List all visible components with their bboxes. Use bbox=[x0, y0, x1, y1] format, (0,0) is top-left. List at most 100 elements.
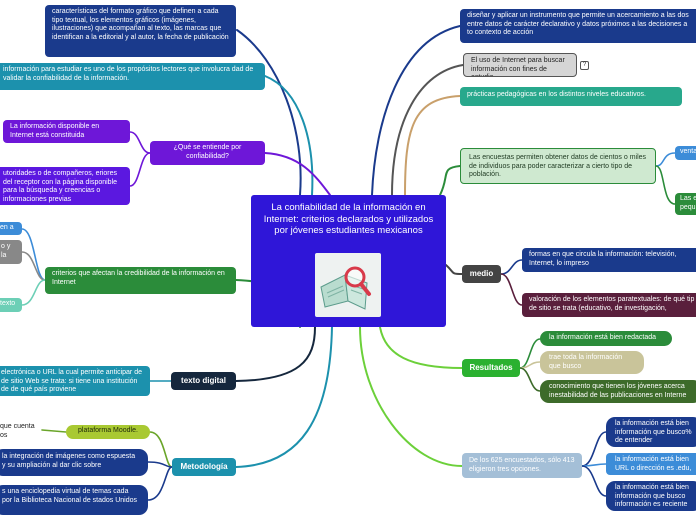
question-badge-icon[interactable]: ? bbox=[580, 61, 589, 70]
autoridades-label: utoridades o de compañeros, eriores del … bbox=[3, 170, 118, 203]
link-bien-redactada bbox=[519, 338, 541, 369]
link-frag-en-a bbox=[21, 228, 46, 281]
conocimiento-node[interactable]: conocimiento que tienen los jóvenes acer… bbox=[540, 380, 696, 403]
question-badge-glyph: ? bbox=[582, 62, 587, 68]
informacion-constituida-node[interactable]: La información disponible en Internet es… bbox=[3, 120, 130, 143]
bien-3-node[interactable]: la información está bien información que… bbox=[606, 481, 696, 511]
criterios-node[interactable]: criterios que afectan la credibilidad de… bbox=[45, 267, 236, 294]
branch-texto-digital bbox=[235, 326, 316, 382]
autoridades-node[interactable]: utoridades o de compañeros, eriores del … bbox=[0, 167, 130, 205]
branch-encuestados bbox=[359, 326, 463, 467]
branch-disenar bbox=[371, 25, 461, 196]
central-topic-label: La confiabilidad de la información en In… bbox=[263, 202, 434, 236]
link-valoracion bbox=[500, 273, 523, 306]
link-las-peq bbox=[655, 165, 676, 205]
resultados-node[interactable]: Resultados bbox=[462, 359, 520, 377]
resultados-label: Resultados bbox=[469, 363, 513, 372]
caracteristicas-node[interactable]: características del formato gráfico que … bbox=[45, 5, 236, 57]
que-cuenta-label: que cuenta os bbox=[0, 423, 35, 439]
uso-internet-node[interactable]: El uso de Internet para buscar informaci… bbox=[463, 53, 577, 77]
medio-label: medio bbox=[469, 269, 494, 278]
ventajas-label: venta bbox=[680, 148, 696, 155]
link-frag-o-y-la bbox=[21, 251, 46, 281]
frag-o-y-la-label: o y la bbox=[1, 243, 11, 259]
direccion-label: electrónica o URL la cual permite antici… bbox=[1, 369, 142, 394]
branch-medio bbox=[445, 264, 463, 275]
branch-proposito bbox=[264, 75, 314, 196]
medio-node[interactable]: medio bbox=[462, 265, 501, 283]
book-magnifier-icon bbox=[315, 253, 381, 317]
texto-digital-label: texto digital bbox=[181, 376, 226, 385]
las-peq-node[interactable]: Las e pequ bbox=[675, 193, 696, 215]
proposito-node[interactable]: información para estudiar es uno de los … bbox=[0, 63, 265, 90]
encuestas-label: Las encuestas permiten obtener datos de … bbox=[469, 154, 647, 179]
caracteristicas-label: características del formato gráfico que … bbox=[52, 8, 229, 41]
link-conocimiento bbox=[519, 367, 541, 392]
link-enciclopedia bbox=[147, 466, 173, 501]
bien-1-node[interactable]: la información está bien información que… bbox=[606, 417, 696, 447]
criterios-label: criterios que afectan la credibilidad de… bbox=[52, 270, 225, 286]
encuestados-label: De los 625 encuestados, sólo 413 eligier… bbox=[469, 457, 575, 473]
frag-o-y-la-node[interactable]: o y la bbox=[0, 240, 22, 264]
bien-2-node[interactable]: la información está bien URL o dirección… bbox=[606, 453, 696, 475]
ventajas-node[interactable]: venta bbox=[675, 146, 696, 160]
plataforma-node[interactable]: plataforma Moodle. bbox=[66, 425, 150, 439]
que-cuenta-node: que cuenta os bbox=[0, 421, 42, 441]
formas-node[interactable]: formas en que circula la información: te… bbox=[522, 248, 696, 272]
link-plataforma bbox=[149, 431, 173, 468]
link-bien-1 bbox=[581, 431, 607, 467]
branch-encuestas bbox=[439, 165, 461, 196]
link-frag-texto bbox=[21, 279, 46, 306]
las-peq-label: Las e pequ bbox=[680, 195, 696, 211]
trae-toda-node[interactable]: trae toda la información que busco bbox=[540, 351, 644, 374]
enciclopedia-node[interactable]: s una enciclopedia virtual de temas cada… bbox=[0, 485, 148, 515]
direccion-node[interactable]: electrónica o URL la cual permite antici… bbox=[0, 366, 150, 396]
trae-toda-label: trae toda la información que busco bbox=[549, 354, 623, 370]
frag-en-a-label: en a bbox=[0, 224, 14, 231]
practicas-node[interactable]: prácticas pedagógicas en los distintos n… bbox=[460, 87, 682, 106]
bien-3-label: la información está bien información que… bbox=[615, 484, 689, 509]
metodologia-node[interactable]: Metodología bbox=[172, 458, 236, 476]
branch-uso-internet bbox=[391, 64, 464, 196]
enciclopedia-label: s una enciclopedia virtual de temas cada… bbox=[2, 488, 138, 504]
proposito-label: información para estudiar es uno de los … bbox=[3, 66, 254, 82]
encuestas-node[interactable]: Las encuestas permiten obtener datos de … bbox=[460, 148, 656, 184]
conocimiento-label: conocimiento que tienen los jóvenes acer… bbox=[549, 383, 687, 399]
bien-redactada-label: la información está bien redactada bbox=[549, 334, 657, 341]
link-informacion-constituida bbox=[129, 131, 151, 154]
practicas-label: prácticas pedagógicas en los distintos n… bbox=[467, 91, 646, 98]
integracion-label: la integración de imágenes como espuesta… bbox=[2, 453, 136, 469]
texto-digital-node[interactable]: texto digital bbox=[171, 372, 236, 390]
que-se-entiende-node[interactable]: ¿Qué se entiende por confiabilidad? bbox=[150, 141, 265, 165]
link-formas bbox=[500, 259, 523, 275]
link-que-cuenta bbox=[41, 429, 67, 433]
link-bien-3 bbox=[581, 465, 607, 497]
bien-1-label: la información está bien información que… bbox=[615, 420, 692, 445]
branch-caracteristicas bbox=[236, 29, 302, 196]
branch-metodologia bbox=[235, 326, 333, 468]
valoracion-label: valoración de los elementos paratextuale… bbox=[529, 296, 695, 312]
informacion-constituida-label: La información disponible en Internet es… bbox=[10, 123, 100, 139]
encuestados-node[interactable]: De los 625 encuestados, sólo 413 eligier… bbox=[462, 453, 582, 478]
link-ventajas bbox=[655, 152, 676, 167]
branch-resultados bbox=[379, 326, 463, 369]
uso-internet-label: El uso de Internet para buscar informaci… bbox=[471, 57, 565, 76]
integracion-node[interactable]: la integración de imágenes como espuesta… bbox=[0, 449, 148, 476]
central-topic[interactable]: La confiabilidad de la información en In… bbox=[251, 195, 446, 327]
bien-redactada-node[interactable]: la información está bien redactada bbox=[540, 331, 672, 346]
frag-texto-node[interactable]: texto bbox=[0, 298, 22, 312]
disenar-label: diseñar y aplicar un instrumento que per… bbox=[467, 12, 689, 37]
frag-en-a-node[interactable]: en a bbox=[0, 222, 22, 235]
frag-texto-label: texto bbox=[0, 300, 16, 307]
disenar-node[interactable]: diseñar y aplicar un instrumento que per… bbox=[460, 9, 696, 43]
valoracion-node[interactable]: valoración de los elementos paratextuale… bbox=[522, 293, 696, 317]
metodologia-label: Metodología bbox=[180, 462, 228, 471]
plataforma-label: plataforma Moodle. bbox=[78, 427, 138, 434]
branch-practicas bbox=[404, 95, 461, 196]
branch-confiabilidad bbox=[264, 152, 331, 196]
formas-label: formas en que circula la información: te… bbox=[529, 251, 677, 267]
bien-2-label: la información está bien URL o dirección… bbox=[615, 456, 692, 472]
que-se-entiende-label: ¿Qué se entiende por confiabilidad? bbox=[173, 144, 242, 160]
